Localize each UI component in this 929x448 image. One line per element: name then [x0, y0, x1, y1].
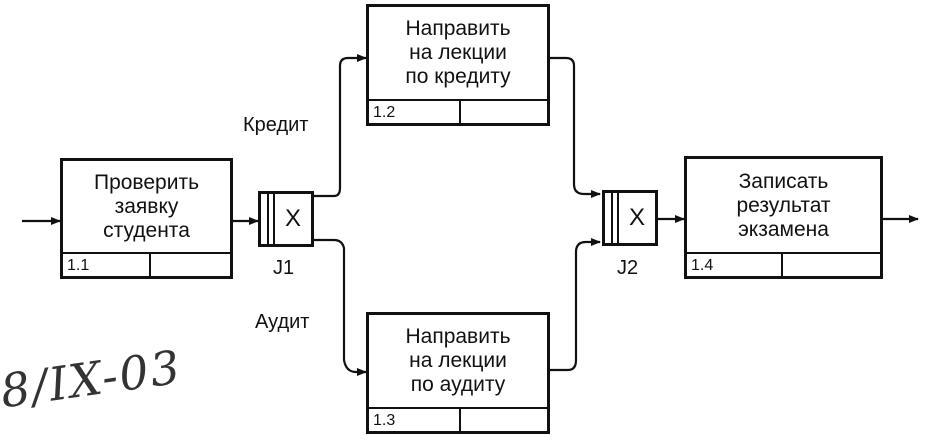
footer-divider [781, 254, 783, 276]
junction-j1: X [258, 191, 314, 247]
arrow-j1-b13 [314, 238, 367, 376]
process-box-1-2: Направить на лекции по кредиту 1.2 [366, 4, 550, 126]
process-title: Направить на лекции по кредиту [405, 17, 511, 88]
arrow-j1-b12 [314, 54, 367, 198]
footer-divider [459, 101, 461, 123]
process-title: Проверить заявку студента [93, 170, 200, 242]
footer-divider [459, 409, 461, 431]
branch-label-audit: Аудит [255, 311, 310, 333]
process-box-1-3: Направить на лекции по аудиту 1.3 [366, 312, 550, 434]
footer-divider [149, 254, 151, 276]
box-footer: 1.1 [63, 252, 230, 276]
process-number: 1.3 [373, 412, 396, 429]
junction-bar [611, 193, 613, 243]
arrow-b13-j2 [550, 238, 601, 372]
xor-symbol: X [284, 205, 301, 232]
xor-symbol: X [628, 204, 645, 231]
box-footer: 1.3 [369, 407, 547, 431]
process-box-1-4: Записать результат экзамена 1.4 [684, 156, 883, 279]
box-footer: 1.4 [687, 252, 880, 276]
junction-label-j2: J2 [617, 257, 639, 279]
process-number: 1.4 [691, 257, 714, 274]
branch-label-credit: Кредит [243, 114, 309, 136]
box-footer: 1.2 [369, 99, 547, 123]
process-number: 1.2 [373, 104, 396, 121]
junction-bar [273, 194, 275, 244]
process-box-1-1: Проверить заявку студента 1.1 [60, 158, 233, 279]
process-title: Записать результат экзамена [736, 169, 831, 241]
junction-label-j1: J1 [273, 257, 295, 279]
junction-bar [267, 194, 269, 244]
arrow-b12-j2 [550, 56, 601, 198]
junction-bar [617, 193, 619, 243]
process-number: 1.1 [67, 257, 90, 274]
junction-j2: X [602, 190, 658, 246]
process-title: Направить на лекции по аудиту [405, 325, 511, 396]
